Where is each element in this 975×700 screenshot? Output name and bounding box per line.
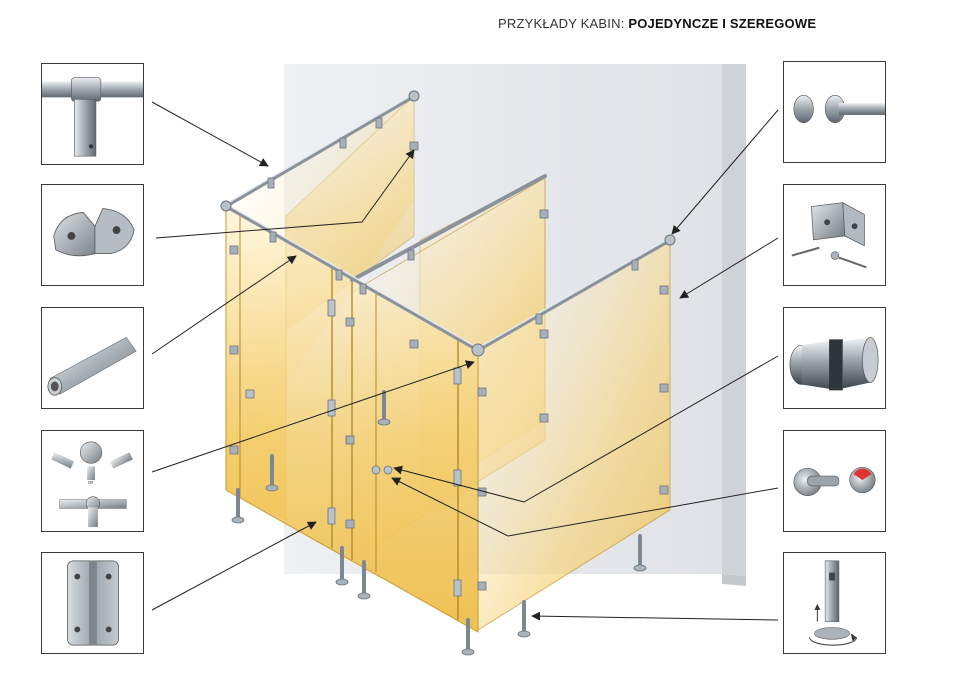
wall-flange-icon (793, 95, 885, 124)
leader-lines (151, 101, 779, 621)
thumbnail-angle-bracket (41, 184, 144, 286)
wall-bracket-screws-icon (791, 202, 867, 269)
corner-connector-icon: or (51, 441, 133, 528)
hinge-icon (67, 560, 119, 646)
rail-joints (220, 90, 676, 357)
thumbnail-wall-bracket-screws (783, 184, 886, 286)
rail-brackets (229, 117, 669, 591)
thumbnail-adjustable-leg (783, 552, 886, 654)
lock-indicator-icon (793, 466, 876, 496)
angle-bracket-icon (53, 208, 135, 257)
thumbnail-corner-connector: or (41, 430, 144, 532)
page-title: PRZYKŁADY KABIN: POJEDYNCZE I SZEREGOWE (498, 16, 816, 31)
thumbnail-wall-flange (783, 61, 886, 163)
title-prefix: PRZYKŁADY KABIN: (498, 16, 629, 31)
t-connector-icon (42, 77, 143, 157)
svg-text:or: or (88, 480, 93, 486)
door-knob-icon (789, 337, 879, 391)
tube-icon (47, 337, 137, 396)
partition-panels (225, 95, 671, 633)
thumbnail-t-connector (41, 63, 144, 165)
thumbnail-lock-indicator (783, 430, 886, 532)
thumbnail-door-knob (783, 307, 886, 409)
title-bold: POJEDYNCZE I SZEREGOWE (628, 16, 817, 31)
thumbnail-tube (41, 307, 144, 409)
thumbnail-hinge (41, 552, 144, 654)
adjustable-leg-icon (809, 560, 858, 646)
door-hinges (245, 299, 462, 597)
top-rails (224, 94, 672, 352)
adjustable-legs (236, 390, 642, 652)
